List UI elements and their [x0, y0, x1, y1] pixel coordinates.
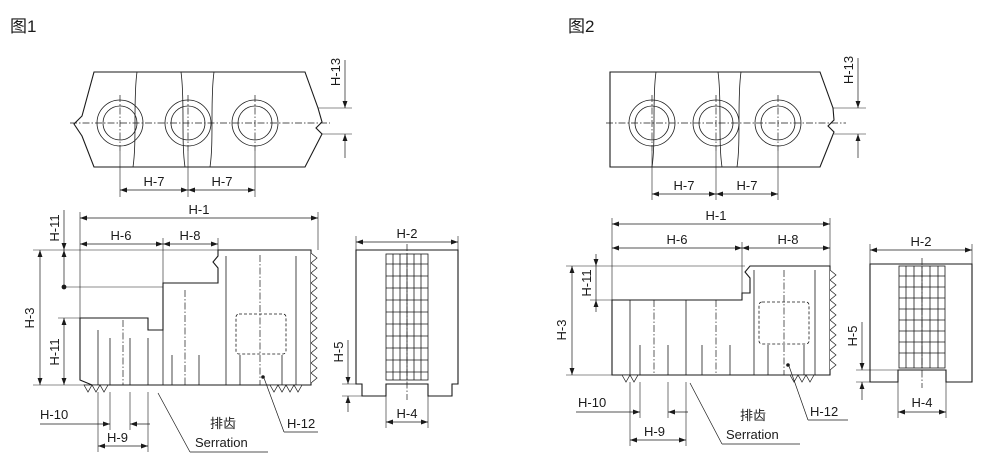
dim-h9: H-9	[107, 430, 128, 445]
figure-1-bolt-hole-1	[96, 95, 144, 151]
dim-h8: H-8	[778, 232, 799, 247]
dim-h10: H-10	[40, 407, 68, 422]
dim-h10: H-10	[578, 395, 606, 410]
figure-2-bolt-hole-1	[628, 95, 676, 151]
dim-h12: H-12	[287, 416, 315, 431]
dim-h8: H-8	[180, 228, 201, 243]
dim-h7-left: H-7	[674, 178, 695, 193]
figure-1-bolt-hole-3	[231, 95, 279, 151]
dim-h13: H-13	[841, 56, 856, 84]
dim-h2: H-2	[911, 234, 932, 249]
dim-h6: H-6	[111, 228, 132, 243]
figure-2-bolt-hole-3	[754, 95, 802, 151]
figure-1-top-view: H-7 H-7 H-13	[70, 58, 352, 197]
dim-h7-right: H-7	[737, 178, 758, 193]
dim-h11: H-11	[579, 269, 594, 296]
figure-1-title: 图1	[10, 17, 36, 36]
dim-h7-left: H-7	[144, 174, 165, 189]
serration-label-en: Serration	[195, 435, 248, 450]
dim-h11-lower: H-11	[47, 338, 62, 365]
dim-h1: H-1	[189, 202, 210, 217]
figure-1-bolt-hole-2	[164, 95, 212, 151]
figure-2: 图2	[554, 17, 973, 446]
figure-2-side-view: H-2 H-5 H-4	[845, 234, 973, 418]
figure-1-side-view: H-2 H-5 H-4	[331, 226, 459, 428]
figure-2-bolt-hole-2	[692, 95, 740, 151]
dim-h7-right: H-7	[212, 174, 233, 189]
figure-2-front-view: H-1 H-6 H-8 H-3 H-11 H-10	[554, 208, 848, 446]
dim-h5: H-5	[331, 342, 346, 363]
dim-h6: H-6	[667, 232, 688, 247]
dim-h5: H-5	[845, 326, 860, 347]
dim-h4: H-4	[397, 406, 418, 421]
dim-h4: H-4	[912, 395, 933, 410]
figure-1: 图1	[10, 17, 459, 453]
dim-h13: H-13	[328, 58, 343, 86]
figure-1-front-view: H-1 H-6 H-8 H-11 H-3 H-11	[22, 202, 319, 453]
serration-label-cn: 排齿	[740, 408, 766, 423]
dim-h12: H-12	[810, 404, 838, 419]
figure-2-top-view: H-7 H-7 H-13	[606, 56, 866, 200]
dim-h2: H-2	[397, 226, 418, 241]
serration-label-cn: 排齿	[210, 416, 236, 431]
dim-h9: H-9	[644, 424, 665, 439]
dim-h3: H-3	[554, 320, 569, 341]
serration-label-en: Serration	[726, 427, 779, 442]
dim-h11-upper: H-11	[47, 214, 62, 241]
dim-h3: H-3	[22, 308, 37, 329]
dim-h1: H-1	[706, 208, 727, 223]
figure-2-title: 图2	[568, 17, 594, 36]
